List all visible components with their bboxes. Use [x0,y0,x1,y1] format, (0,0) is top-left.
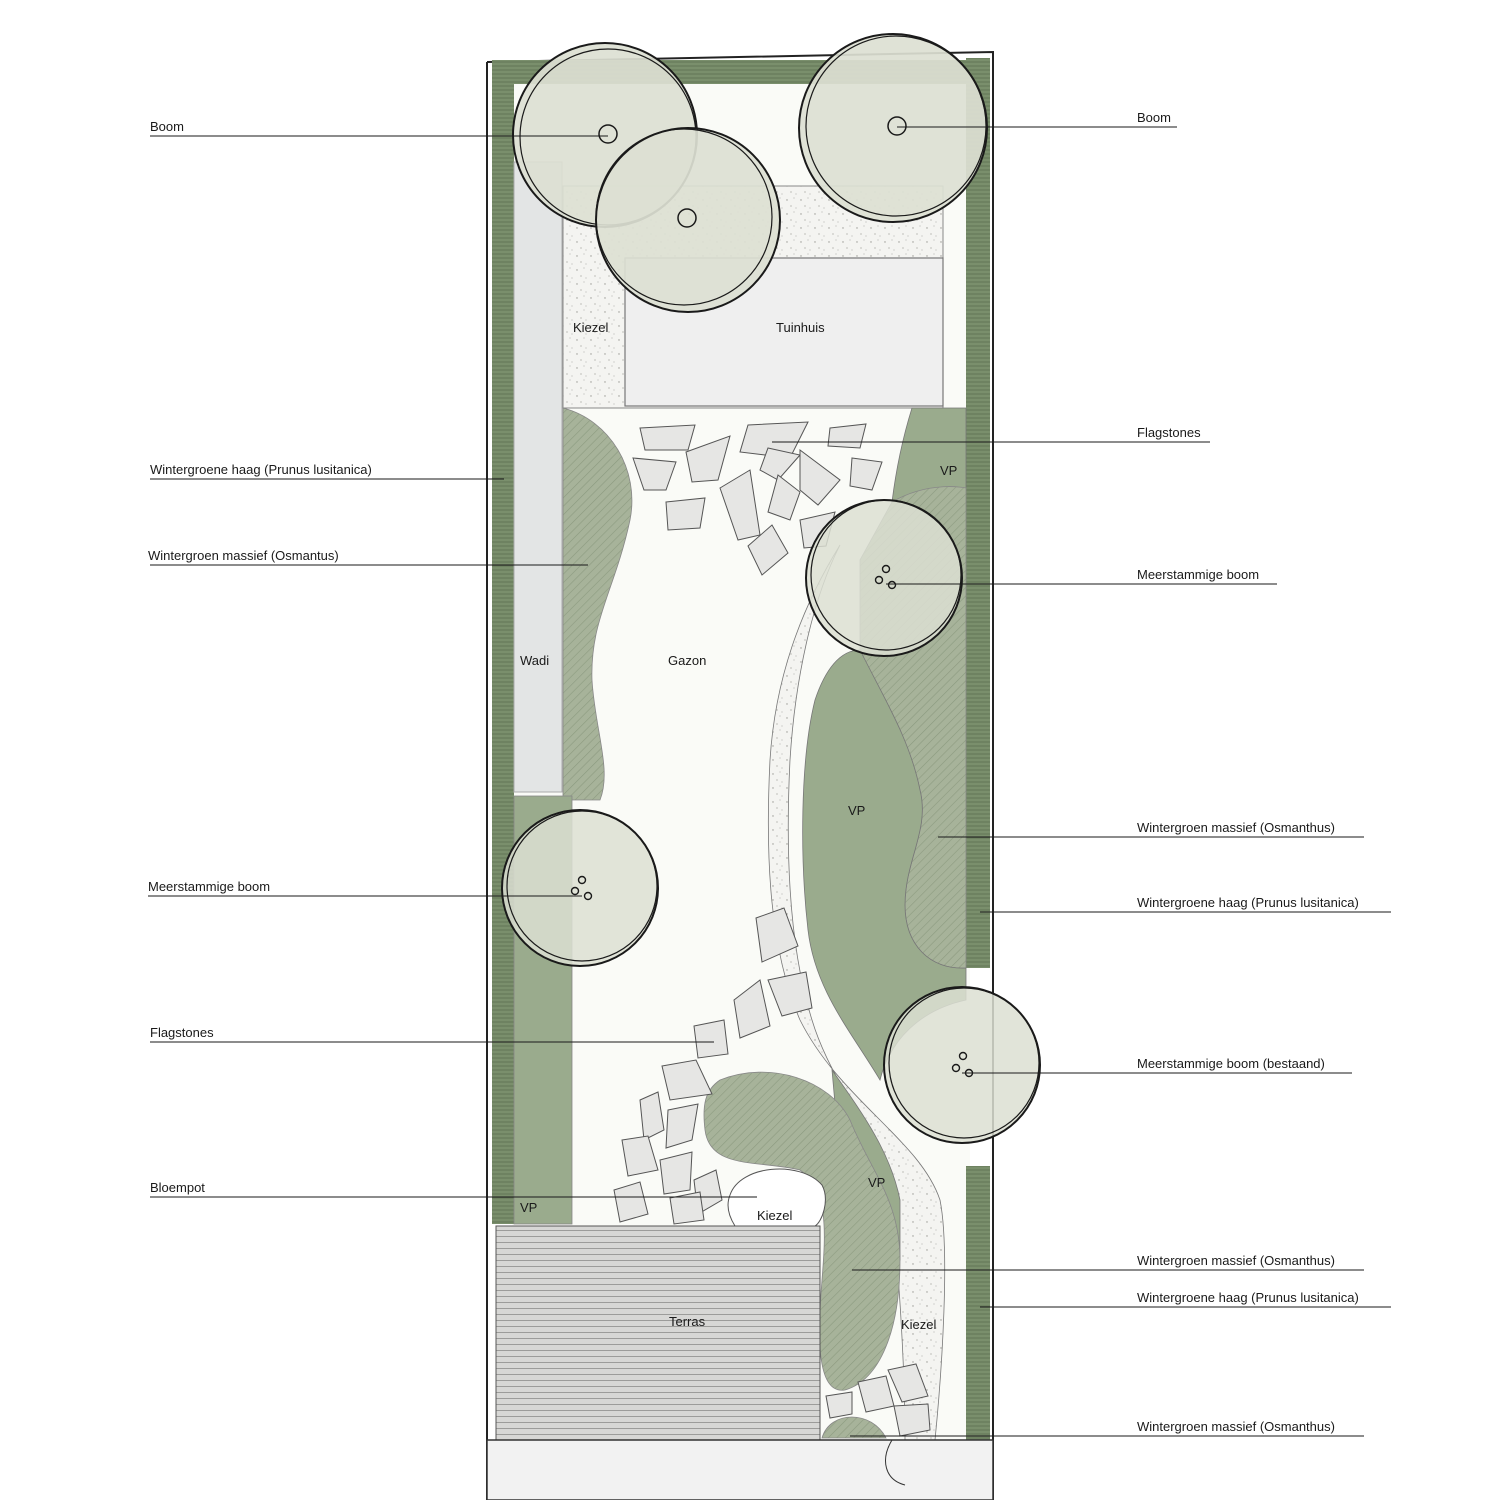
label-vp-low: VP [868,1175,885,1190]
massif-low [703,1071,901,1391]
tree-meerstammige-top [805,499,963,657]
callout-bloempot: Bloempot [150,1180,205,1195]
flagstones-top [613,421,931,1437]
bloempot-gravel [727,1168,826,1227]
leader-lines [148,126,1391,1437]
hedge-right-upper [966,58,990,968]
callout-haag-right-mid: Wintergroene haag (Prunus lusitanica) [1137,895,1359,910]
callout-boom-right: Boom [1137,110,1171,125]
door-swing [885,1439,906,1486]
house [486,1439,994,1500]
callout-haag-left: Wintergroene haag (Prunus lusitanica) [150,462,372,477]
label-gazon: Gazon [668,653,706,668]
massif-left [562,407,633,801]
callout-boom-left: Boom [150,119,184,134]
label-wadi: Wadi [520,653,549,668]
callout-haag-right-low: Wintergroene haag (Prunus lusitanica) [1137,1290,1359,1305]
tree-boom-right [798,33,988,223]
label-kiezel-right: Kiezel [901,1317,937,1332]
label-tuinhuis: Tuinhuis [776,320,825,335]
callout-massief-osmantus: Wintergroen massief (Osmantus) [148,548,339,563]
callout-massief-right-mid: Wintergroen massief (Osmanthus) [1137,820,1335,835]
label-vp-mid: VP [848,803,865,818]
callout-flagstones-bottom: Flagstones [150,1025,214,1040]
tree-meerstammige-bestaand [883,986,1041,1144]
callout-massief-bottom: Wintergroen massief (Osmanthus) [1137,1419,1335,1434]
label-vp-top: VP [940,463,957,478]
hedge-right-lower [966,1166,990,1440]
callout-massief-right-low: Wintergroen massief (Osmanthus) [1137,1253,1335,1268]
label-kiezel-top: Kiezel [573,320,609,335]
tree-meerstammige-left [501,809,659,967]
label-terras: Terras [669,1314,706,1329]
label-kiezel-pot: Kiezel [757,1208,793,1223]
callout-meerstammige-top: Meerstammige boom [1137,567,1259,582]
callout-meerstammige-left: Meerstammige boom [148,879,270,894]
callout-flagstones-top: Flagstones [1137,425,1201,440]
label-vp-left: VP [520,1200,537,1215]
hedge-left [492,64,514,1224]
callout-meerstammige-bestaand: Meerstammige boom (bestaand) [1137,1056,1325,1071]
tree-boom-left [512,42,781,313]
wadi [513,161,563,793]
terras [495,1225,821,1441]
